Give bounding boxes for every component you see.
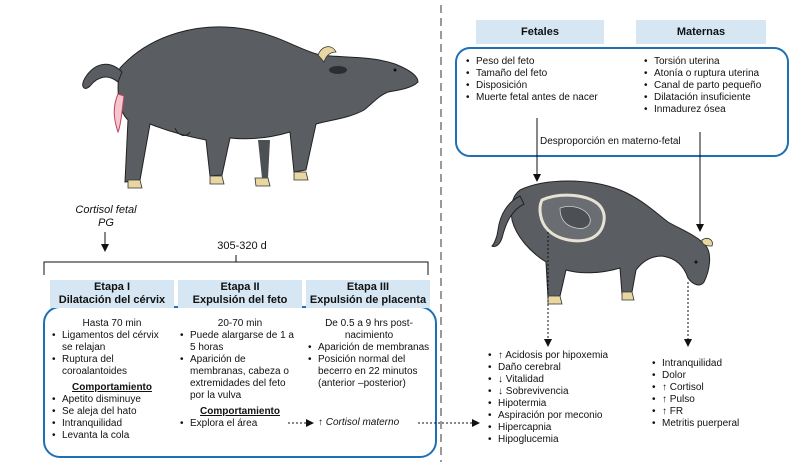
stage-1-behavior-title: Comportamiento <box>72 382 152 393</box>
trigger-line-2: PG <box>98 217 114 229</box>
list-item: Hipercapnia <box>488 422 648 434</box>
stage-1-list: Ligamentos del cérvix se relajan Ruptura… <box>52 330 172 378</box>
maternal-outcomes-content: Intranquilidad Dolor ↑ Cortisol ↑ Pulso … <box>652 358 782 430</box>
list-item: Posición normal del becerro en 22 minuto… <box>308 354 430 390</box>
list-item: ↑ Cortisol <box>652 382 782 394</box>
list-item: Torsión uterina <box>644 56 784 68</box>
list-item: Metritis puerperal <box>652 418 782 430</box>
timeline-bracket <box>43 261 429 275</box>
fetal-factors-list: Peso del feto Tamaño del feto Disposició… <box>466 56 616 104</box>
stage-3-header: Etapa III Expulsión de placenta <box>306 280 430 308</box>
list-item: Levanta la cola <box>52 430 172 442</box>
list-item: Apetito disminuye <box>52 394 172 406</box>
trigger-line-1: Cortisol fetal <box>75 204 137 216</box>
trigger-note: Cortisol fetal PG <box>70 204 142 230</box>
gestation-duration: 305-320 d <box>217 240 267 252</box>
list-item: Disposición <box>466 80 616 92</box>
cow-left-illustration <box>82 26 419 189</box>
stage-1-subtitle: Dilatación del cérvix <box>58 294 166 306</box>
list-item: Aspiración por meconio <box>488 410 648 422</box>
stage-3-content: De 0.5 a 9 hrs post-nacimiento Aparición… <box>308 318 430 390</box>
stage-2-content: 20-70 min Puede alargarse de 1 a 5 horas… <box>180 318 300 430</box>
list-item: Ligamentos del cérvix se relajan <box>52 330 172 354</box>
stage-2-header: Etapa II Expulsión del feto <box>178 280 302 308</box>
list-item: Canal de parto pequeño <box>644 80 784 92</box>
list-item: Inmadurez ósea <box>644 104 784 116</box>
stage-1-behavior-list: Apetito disminuye Se aleja del hato Intr… <box>52 394 172 442</box>
list-item: Intranquilidad <box>652 358 782 370</box>
list-item: ↑ Pulso <box>652 394 782 406</box>
cortisol-materno-note: ↑ Cortisol materno <box>318 417 400 428</box>
fetal-outcomes-list: ↑ Acidosis por hipoxemia Daño cerebral ↓… <box>488 350 648 446</box>
stage-2-title: Etapa II <box>220 281 260 293</box>
list-item: ↓ Vitalidad <box>488 374 648 386</box>
list-item: Dilatación insuficiente <box>644 92 784 104</box>
list-item: Atonía o ruptura uterina <box>644 68 784 80</box>
list-item: Explora el área <box>180 418 300 430</box>
maternal-factors-content: Torsión uterina Atonía o ruptura uterina… <box>644 56 784 116</box>
fetal-factors-content: Peso del feto Tamaño del feto Disposició… <box>466 56 616 104</box>
stage-2-subtitle: Expulsión del feto <box>192 294 288 306</box>
maternal-factors-list: Torsión uterina Atonía o ruptura uterina… <box>644 56 784 116</box>
stage-2-duration: 20-70 min <box>217 318 263 329</box>
stage-3-title: Etapa III <box>346 281 390 293</box>
maternal-factors-header: Maternas <box>636 20 766 44</box>
factors-box <box>455 47 789 157</box>
list-item: Muerte fetal antes de nacer <box>466 92 616 104</box>
list-item: Puede alargarse de 1 a 5 horas <box>180 330 300 354</box>
list-item: Aparición de membranas <box>308 342 430 354</box>
list-item: Peso del feto <box>466 56 616 68</box>
list-item: ↑ Acidosis por hipoxemia <box>488 350 648 362</box>
cow-right-illustration <box>491 180 713 305</box>
list-item: Ruptura del coroalantoides <box>52 354 172 378</box>
list-item: Se aleja del hato <box>52 406 172 418</box>
fetal-outcomes-content: ↑ Acidosis por hipoxemia Daño cerebral ↓… <box>488 350 648 446</box>
stage-1-content: Hasta 70 min Ligamentos del cérvix se re… <box>52 318 172 442</box>
stage-1-header: Etapa I Dilatación del cérvix <box>50 280 174 308</box>
disproportion-label: Desproporción en materno-fetal <box>540 136 681 147</box>
stage-3-subtitle: Expulsión de placenta <box>309 294 427 306</box>
fetal-factors-header: Fetales <box>476 20 604 44</box>
stage-3-duration: De 0.5 a 9 hrs post-nacimiento <box>325 318 413 341</box>
list-item: Hipoglucemia <box>488 434 648 446</box>
stage-2-list: Puede alargarse de 1 a 5 horas Aparición… <box>180 330 300 402</box>
list-item: Hipotermia <box>488 398 648 410</box>
list-item: Intranquilidad <box>52 418 172 430</box>
maternal-outcomes-list: Intranquilidad Dolor ↑ Cortisol ↑ Pulso … <box>652 358 782 430</box>
stage-1-title: Etapa I <box>93 281 131 293</box>
stage-2-behavior-title: Comportamiento <box>200 406 280 417</box>
list-item: ↑ FR <box>652 406 782 418</box>
list-item: Tamaño del feto <box>466 68 616 80</box>
list-item: Daño cerebral <box>488 362 648 374</box>
list-item: ↓ Sobrevivencia <box>488 386 648 398</box>
list-item: Dolor <box>652 370 782 382</box>
stage-3-list: Aparición de membranas Posición normal d… <box>308 342 430 390</box>
stage-2-behavior-list: Explora el área <box>180 418 300 430</box>
stage-1-duration: Hasta 70 min <box>82 318 142 329</box>
list-item: Aparición de membranas, cabeza o extremi… <box>180 354 300 402</box>
